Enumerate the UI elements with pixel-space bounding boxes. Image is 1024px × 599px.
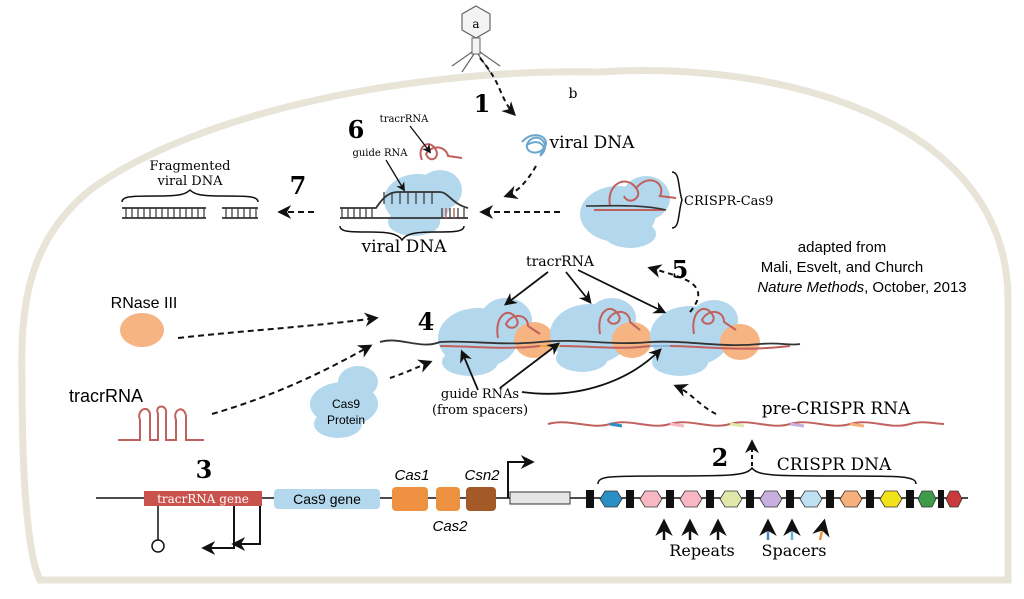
promoter-arrow-1	[231, 506, 261, 551]
crispr-dna-bracket	[597, 466, 917, 485]
arrow-injection	[479, 57, 516, 116]
spacers-label: Spacers	[761, 541, 826, 560]
credit-date: , October, 2013	[864, 279, 967, 296]
arrow-tracrrna-small	[409, 125, 432, 154]
promoter-arrow-2	[201, 506, 235, 555]
arrow-pre-rna-to-complex	[673, 383, 717, 415]
credit-line1: adapted from	[798, 239, 886, 256]
cas2-label: Cas2	[432, 518, 468, 535]
step-4-number: 4	[418, 307, 435, 336]
step-1-number: 1	[474, 89, 491, 118]
tracrrna-gene-box	[144, 491, 262, 506]
arrow-tracrrna-c2	[565, 271, 592, 304]
tracrrna-gene-label: tracrRNA gene	[157, 492, 249, 506]
credit-journal: Nature Methods	[757, 279, 864, 296]
cas9-protein-line2: Protein	[327, 413, 365, 427]
step-7-number: 7	[290, 171, 307, 200]
label-b: b	[569, 86, 578, 102]
credit-line2: Mali, Esvelt, and Church	[761, 259, 924, 276]
pre-rna-spacer-mark-1	[609, 422, 623, 428]
fragmented-label-line1: Fragmented	[150, 159, 231, 174]
arrow-guide-rna-2	[499, 342, 561, 389]
fragmented-viral-dna	[122, 207, 258, 219]
arrow-step5	[647, 264, 700, 313]
viral-dna-target	[340, 191, 469, 219]
fragmented-bracket	[121, 188, 259, 203]
csn2-box	[466, 487, 496, 511]
pre-rna-spacer-mark-4	[789, 422, 805, 428]
phage	[451, 5, 501, 73]
rnase-iii-shape	[120, 313, 164, 347]
arrow-to-crispr-cas9	[503, 165, 537, 200]
pre-crispr-rna-strand	[547, 421, 945, 427]
crispr-cas9-bracket	[671, 171, 683, 229]
pre-rna-spacer-mark-5	[849, 422, 865, 428]
processing-complex	[379, 298, 801, 376]
arrow-rnase-to-complex	[177, 312, 379, 339]
guide-rna-small-label: guide RNA	[352, 148, 408, 159]
guide-rnas-line2: (from spacers)	[432, 403, 528, 418]
arrow-cas9-to-complex	[389, 359, 433, 379]
pre-rna-spacer-mark-3	[729, 422, 745, 428]
viral-dna-bracket	[339, 225, 465, 242]
rnase-iii-label: RNase III	[111, 295, 178, 312]
tracrrna-center-label: tracrRNA	[526, 254, 595, 270]
arrow-tracrrna-c1	[503, 271, 549, 306]
cas1-box	[392, 487, 428, 511]
crispr-cas9-complex	[580, 176, 677, 248]
terminator-hairpin	[151, 506, 165, 553]
cas9-gene-box	[274, 489, 380, 509]
step-3-number: 3	[196, 455, 213, 484]
crispr-array	[586, 490, 963, 508]
csn2-label: Csn2	[464, 467, 500, 484]
credit-line3: Nature Methods, October, 2013	[757, 279, 966, 296]
viral-dna-coil	[521, 134, 547, 157]
step-2-number: 2	[712, 443, 729, 472]
pre-rna-spacer-mark-2	[669, 422, 685, 428]
pre-crispr-rna-label: pre-CRISPR RNA	[762, 399, 911, 419]
tracrrna-small-label: tracrRNA	[380, 114, 429, 125]
viral-dna-top-label: viral DNA	[549, 133, 636, 153]
spacers-arrows	[759, 518, 830, 541]
cas9-protein-line1: Cas9	[332, 397, 360, 411]
label-a: a	[472, 17, 479, 31]
viral-dna-bottom-label: viral DNA	[361, 237, 448, 257]
repeats-arrows	[655, 518, 727, 540]
arrow-guide-rna-3	[521, 348, 662, 395]
cas1-label: Cas1	[394, 467, 429, 484]
cas9-protein-shape	[310, 366, 378, 438]
tracrrna-left-shape	[118, 405, 204, 441]
step-6-number: 6	[348, 115, 365, 144]
crispr-cas9-label: CRISPR-Cas9	[684, 194, 773, 209]
crispr-dna-label: CRISPR DNA	[777, 455, 892, 475]
cas2-box	[436, 487, 460, 511]
leader-promoter-arrow	[507, 455, 535, 498]
arrow-guide-rna-small	[385, 159, 405, 192]
arrow-guide-rna-1	[460, 349, 479, 391]
guide-rnas-line1: guide RNAs	[441, 387, 519, 402]
repeats-label: Repeats	[669, 541, 734, 560]
leader-box	[509, 491, 571, 505]
fragmented-label-line2: viral DNA	[157, 174, 224, 189]
cas9-gene-label: Cas9 gene	[293, 491, 361, 507]
step-5-number: 5	[672, 255, 689, 284]
arrow-tracrrna-c3	[577, 269, 667, 314]
tracrrna-left-label: tracrRNA	[69, 386, 143, 406]
